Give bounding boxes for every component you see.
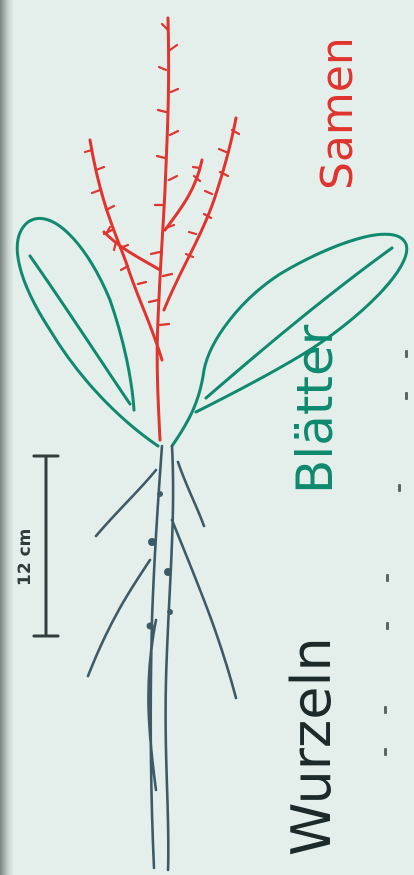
label-seeds: Samen bbox=[312, 37, 363, 190]
label-roots: Wurzeln bbox=[280, 637, 343, 856]
label-leaves: Blätter bbox=[286, 324, 344, 494]
roots bbox=[88, 446, 236, 870]
scale-bar bbox=[34, 456, 58, 636]
leaves bbox=[17, 218, 407, 446]
left-leaf bbox=[17, 218, 158, 446]
seed-head bbox=[85, 18, 239, 440]
label-scale: 12 cm bbox=[15, 529, 35, 586]
edge-tick-marks bbox=[384, 350, 408, 756]
